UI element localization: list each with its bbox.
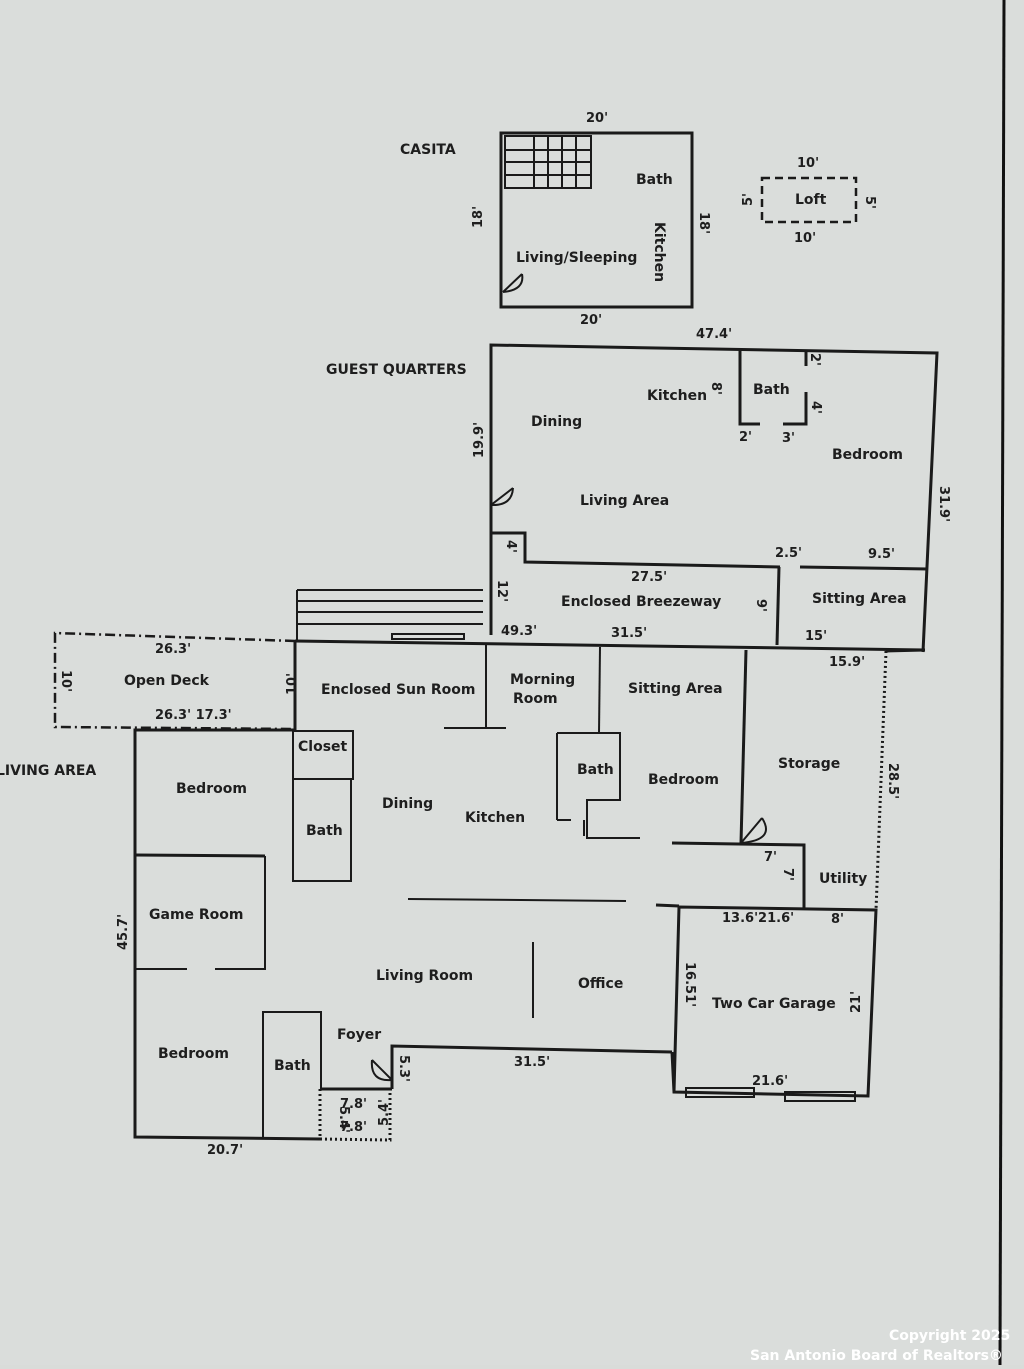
dim-entry-top: 7.8' xyxy=(340,1097,367,1112)
room-kitchen: Kitchen xyxy=(465,810,525,826)
room-foyer: Foyer xyxy=(337,1027,381,1043)
room-bedroom-2: Bedroom xyxy=(158,1046,229,1062)
loft-outline xyxy=(760,176,858,224)
dim-garage-top: 13.6'21.6' xyxy=(722,911,794,926)
dim-gq-bath-2a: 2' xyxy=(807,353,822,366)
guest-quarters-walls xyxy=(296,343,939,653)
dim-casita-bottom: 20' xyxy=(580,313,602,328)
dim-gq-bath-4: 4' xyxy=(808,401,823,414)
room-casita-bath: Bath xyxy=(636,172,673,188)
room-morning-room-2: Room xyxy=(513,691,558,707)
dim-garage-bottom: 21.6' xyxy=(752,1074,788,1089)
dim-utility-7a: 7' xyxy=(764,850,777,865)
dim-loft-top: 10' xyxy=(797,156,819,171)
room-game-room: Game Room xyxy=(149,907,244,923)
main-house-walls xyxy=(53,631,926,1142)
room-gq-kitchen: Kitchen xyxy=(647,388,707,404)
dim-gq-bath-3: 3' xyxy=(782,431,795,446)
casita-title: CASITA xyxy=(400,142,456,158)
dim-gq-left: 19.9' xyxy=(472,422,487,458)
dim-storage-top: 15.9' xyxy=(829,655,865,670)
room-gq-sitting: Sitting Area xyxy=(812,591,907,607)
dim-foyer-5-3: 5.3' xyxy=(396,1055,411,1082)
dim-deck-top: 26.3' xyxy=(155,642,191,657)
room-mid-bath: Bath xyxy=(577,762,614,778)
room-mid-bedroom: Bedroom xyxy=(648,772,719,788)
dim-deck-right: 10' xyxy=(285,673,300,695)
room-gq-dining: Dining xyxy=(531,414,582,430)
room-sun-room: Enclosed Sun Room xyxy=(321,682,475,698)
dim-garage-8: 8' xyxy=(831,912,844,927)
room-gq-bath: Bath xyxy=(753,382,790,398)
room-living-room: Living Room xyxy=(376,968,473,984)
dim-casita-left: 18' xyxy=(471,206,486,228)
dim-casita-top: 20' xyxy=(586,111,608,126)
dim-breezeway-top: 27.5' xyxy=(631,570,667,585)
dim-gq-bath-2b: 2' xyxy=(739,430,752,445)
room-casita-living: Living/Sleeping xyxy=(516,250,637,266)
dim-front-wall: 31.5' xyxy=(514,1055,550,1070)
room-storage: Storage xyxy=(778,756,840,772)
room-casita-kitchen: Kitchen xyxy=(651,222,667,282)
room-bath-1: Bath xyxy=(306,823,343,839)
dim-breezeway-right: 9' xyxy=(753,599,768,612)
guest-quarters-title: GUEST QUARTERS xyxy=(326,362,467,378)
room-garage: Two Car Garage xyxy=(712,996,836,1012)
room-dining: Dining xyxy=(382,796,433,812)
room-closet: Closet xyxy=(298,739,348,755)
dim-house-left: 45.7' xyxy=(116,914,131,950)
dim-entry-right: 5.4' xyxy=(377,1099,392,1126)
room-labels: Bath Living/Sleeping Kitchen Loft Kitche… xyxy=(124,172,907,1074)
dim-garage-left: 16.51' xyxy=(682,962,697,1007)
dim-gq-4: 4' xyxy=(503,540,518,553)
dim-deck-left: 10' xyxy=(58,670,73,692)
room-office: Office xyxy=(578,976,623,992)
room-morning-room-1: Morning xyxy=(510,672,575,688)
room-loft: Loft xyxy=(795,192,827,208)
dim-breezeway-31: 31.5' xyxy=(611,626,647,641)
room-gq-living: Living Area xyxy=(580,493,669,509)
casita-walls xyxy=(499,131,694,309)
room-bedroom-1: Bedroom xyxy=(176,781,247,797)
paper-edge xyxy=(998,0,1006,1366)
copyright-line-2: San Antonio Board of Realtors® xyxy=(750,1348,1003,1364)
dim-gq-9-5: 9.5' xyxy=(868,547,895,562)
dim-casita-right: 18' xyxy=(696,212,711,234)
dim-utility-7b: 7' xyxy=(780,868,795,881)
dim-loft-right: 5' xyxy=(862,196,877,209)
dim-gq-top: 47.4' xyxy=(696,327,732,342)
dim-house-bottom: 20.7' xyxy=(207,1143,243,1158)
dim-gq-bath-8: 8' xyxy=(708,382,723,395)
dim-entry-left: 5.4' xyxy=(336,1106,351,1133)
copyright-watermark: Copyright 2025 San Antonio Board of Real… xyxy=(750,1328,1010,1364)
dim-loft-bottom: 10' xyxy=(794,231,816,246)
room-open-deck: Open Deck xyxy=(124,673,210,689)
room-sitting-area: Sitting Area xyxy=(628,681,723,697)
room-gq-bedroom: Bedroom xyxy=(832,447,903,463)
room-enclosed-breezeway: Enclosed Breezeway xyxy=(561,594,721,610)
dim-storage-right: 28.5' xyxy=(885,763,900,799)
dim-garage-right: 21' xyxy=(849,991,864,1013)
dim-loft-left: 5' xyxy=(741,193,756,206)
dim-deck-bottom: 26.3' 17.3' xyxy=(155,708,232,723)
living-area-title: LIVING AREA xyxy=(0,763,96,779)
dim-gq-sitting-15: 15' xyxy=(805,629,827,644)
section-labels: CASITA GUEST QUARTERS LIVING AREA xyxy=(0,142,467,779)
room-bath-2: Bath xyxy=(274,1058,311,1074)
dim-gq-2-5: 2.5' xyxy=(775,546,802,561)
dim-gq-right: 31.9' xyxy=(936,486,951,522)
room-utility: Utility xyxy=(819,871,867,887)
dimension-labels: 20' 20' 18' 18' 10' 10' 5' 5' 47.4' 19.9… xyxy=(58,111,951,1158)
copyright-line-1: Copyright 2025 xyxy=(889,1328,1010,1344)
dim-entry-bottom: 7.8' xyxy=(340,1120,367,1135)
dim-breezeway-left: 12' xyxy=(494,580,509,602)
dim-breezeway-49: 49.3' xyxy=(501,624,537,639)
